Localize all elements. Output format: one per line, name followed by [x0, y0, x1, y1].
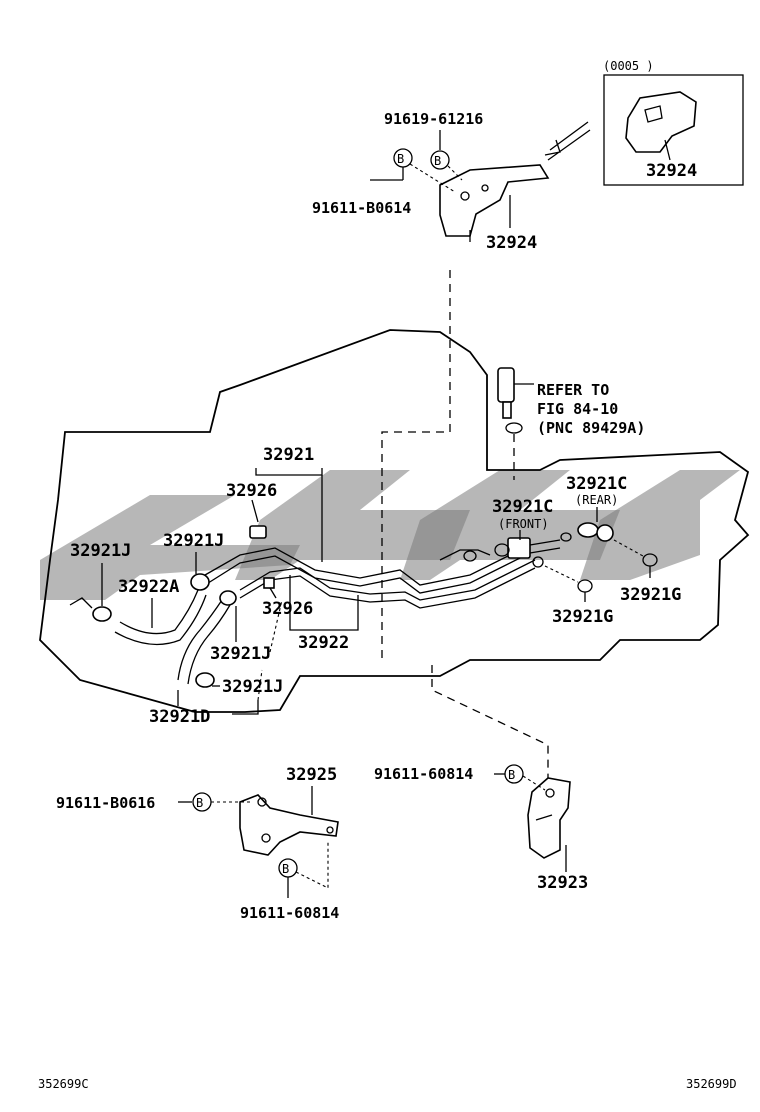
clamp-bottom-right-shape: [527, 777, 571, 859]
engine-outline: [39, 329, 750, 713]
union-front-shape: [463, 537, 544, 568]
sensor-shape: [497, 367, 534, 434]
bolt-label-b0616: 91611-B0616: [56, 794, 155, 812]
union-front-note: (FRONT): [498, 517, 549, 531]
union-rear-note: (REAR): [575, 493, 618, 507]
union-front-label: 32921C: [492, 497, 553, 517]
clamp-upper-shape: [249, 525, 267, 539]
hose-j-low1-label: 32921J: [210, 644, 271, 664]
refer-line-2: FIG 84-10: [537, 400, 618, 418]
inset-date-code: (0005 ): [603, 59, 654, 73]
bolt-symbol-2: B: [397, 152, 404, 166]
bolt-label-61216: 91619-61216: [384, 110, 483, 128]
clamp-bottom-right-label: 32923: [537, 873, 588, 893]
inset-part-label: 32924: [646, 161, 697, 181]
top-bracket-shape: [439, 164, 550, 242]
inset-bracket-shape: [625, 91, 697, 153]
hose-j-mid-label: 32921J: [163, 531, 224, 551]
bolt-label-60814-bottom: 91611-60814: [240, 904, 339, 922]
refer-line-1: REFER TO: [537, 381, 609, 399]
refer-line-3: (PNC 89429A): [537, 419, 645, 437]
hose-a-label: 32922A: [118, 577, 179, 597]
inset-frame: [603, 74, 744, 186]
bolt-b-icon-5: [504, 764, 524, 784]
bolt-symbol-4: B: [282, 862, 289, 876]
clamp-bottom-left-shape: [239, 794, 339, 856]
clamp-lower-label: 32926: [262, 599, 313, 619]
inset-box: [603, 74, 744, 186]
hose-j-left-label: 32921J: [70, 541, 131, 561]
footer-right-code: 352699D: [686, 1077, 737, 1091]
clamp-bottom-left-label: 32925: [286, 765, 337, 785]
bolt-symbol-3: B: [196, 796, 203, 810]
gasket-center-label: 32921G: [552, 607, 613, 627]
gasket-center-shape: [577, 579, 593, 593]
clamp-upper-label: 32926: [226, 481, 277, 501]
hose-j-low2-label: 32921J: [222, 677, 283, 697]
pipe-assy-label: 32921: [263, 445, 314, 465]
union-rear-label: 32921C: [566, 474, 627, 494]
inset-arrow: [544, 121, 591, 161]
bolt-label-b0614: 91611-B0614: [312, 199, 411, 217]
hose-shapes: [69, 573, 237, 688]
clamp-lower-shape: [263, 577, 275, 589]
union-rear-shape: [560, 522, 614, 542]
gasket-right-label: 32921G: [620, 585, 681, 605]
bolt-label-60814-right: 91611-60814: [374, 765, 473, 783]
bolt-b-icon-1: [430, 150, 450, 170]
bolt-symbol-1: B: [434, 154, 441, 168]
pipe-sub-label: 32922: [298, 633, 349, 653]
footer-left-code: 352699C: [38, 1077, 89, 1091]
hose-d-label: 32921D: [149, 707, 210, 727]
top-bracket-label: 32924: [486, 233, 537, 253]
bolt-symbol-5: B: [508, 768, 515, 782]
